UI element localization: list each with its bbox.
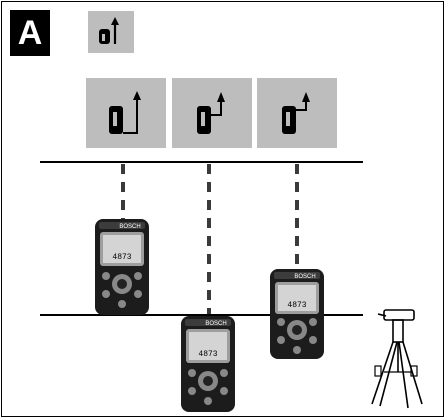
- device-brand: BOSCH: [205, 321, 226, 327]
- device-reading: 4873: [198, 350, 217, 359]
- target-surface-line: [40, 161, 363, 163]
- laser-rangefinder-front-reference: BOSCH 4873: [269, 268, 325, 365]
- laser-beam-right: [295, 164, 299, 270]
- device-brand: BOSCH: [294, 274, 315, 280]
- device-reading: 4873: [112, 253, 131, 262]
- mode-button[interactable]: [88, 11, 134, 53]
- figure-label: A: [10, 10, 50, 56]
- function-top-reference-icon: [99, 17, 119, 44]
- floor-line: [40, 314, 363, 316]
- device-reading: 4873: [287, 301, 306, 310]
- laser-beam-left: [121, 164, 125, 220]
- laser-rangefinder-center-reference: BOSCH 4873: [180, 315, 236, 416]
- device-brand: BOSCH: [119, 224, 140, 230]
- reference-rear-bracket-tile[interactable]: [86, 78, 166, 148]
- reference-front-tile[interactable]: [257, 78, 337, 148]
- laser-beam-center: [207, 164, 211, 314]
- tripod-icon: [364, 308, 430, 416]
- reference-front-icon: [282, 92, 310, 134]
- reference-center-icon: [197, 92, 225, 134]
- reference-center-tile[interactable]: [172, 78, 252, 148]
- reference-rear-bracket-icon: [109, 91, 141, 134]
- laser-rangefinder-rear-reference: BOSCH 4873: [94, 218, 150, 321]
